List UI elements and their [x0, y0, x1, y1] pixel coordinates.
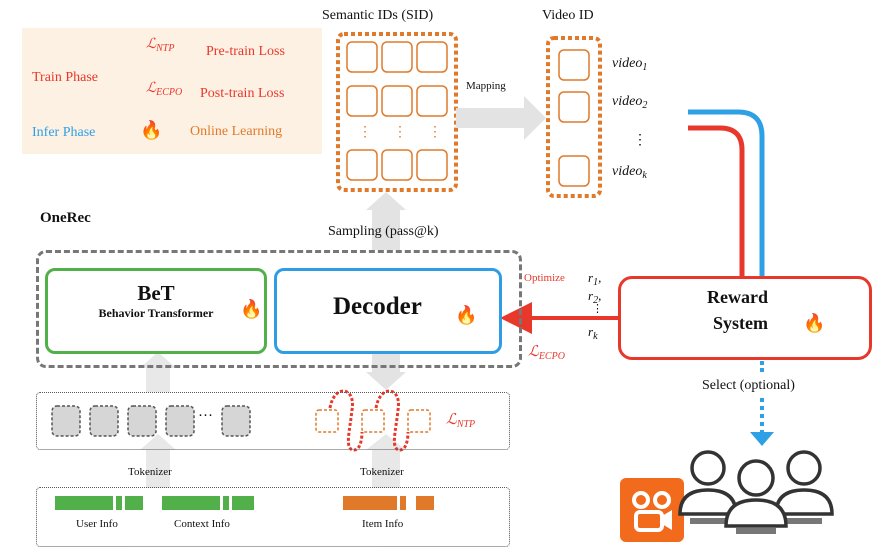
token-gray-blocks: [51, 405, 251, 437]
tokenizer-arrow-right: [366, 434, 406, 488]
bet-title: BeT: [137, 281, 175, 305]
token-orange-blocks: [315, 409, 431, 433]
legend-infer-phase: Infer Phase: [32, 125, 96, 140]
legend-train-phase: Train Phase: [32, 70, 98, 85]
bet-input-arrow: [140, 352, 176, 392]
users-icon: [678, 450, 834, 534]
tokenizer-right-label: Tokenizer: [360, 466, 404, 478]
user-info-bar: [55, 496, 143, 510]
sid-dots-3: ⋮: [428, 125, 442, 140]
sampling-arrow: [366, 192, 406, 250]
mapping-label: Mapping: [466, 80, 506, 92]
ecpo-arrow-label: ℒECPO: [528, 344, 565, 362]
item-info-label: Item Info: [362, 518, 404, 530]
sid-cells: [346, 41, 448, 181]
fire-icon: 🔥: [240, 299, 263, 319]
reward-rk: rk: [588, 324, 598, 342]
legend-online-learning: Online Learning: [190, 124, 283, 139]
select-arrowhead: [750, 432, 774, 446]
legend-pretrain-loss: Pre-train Loss: [206, 44, 285, 59]
user-info-label: User Info: [76, 518, 118, 530]
bet-box: BeT Behavior Transformer 🔥: [45, 268, 267, 354]
train-path-line: [688, 125, 745, 276]
sid-dots-1: ⋮: [358, 125, 372, 140]
reward-title-line1: Reward: [707, 287, 768, 307]
sid-dots-2: ⋮: [393, 125, 407, 140]
legend-posttrain-loss: Post-train Loss: [200, 86, 285, 101]
video-item-2: video2: [612, 94, 648, 111]
kuaishou-app-icon: [620, 478, 684, 542]
video-item-1: video1: [612, 56, 648, 73]
sampling-label: Sampling (pass@k): [328, 224, 439, 239]
decoder-title: Decoder: [333, 293, 422, 320]
tokenizer-left-label: Tokenizer: [128, 466, 172, 478]
context-info-bar: [162, 496, 254, 510]
video-item-k: videok: [612, 164, 647, 181]
select-label: Select (optional): [702, 378, 795, 393]
onerec-label: OneRec: [40, 210, 91, 226]
decoder-box: Decoder 🔥: [274, 268, 502, 354]
token-ntp-loss: ℒNTP: [446, 412, 476, 430]
sid-title: Semantic IDs (SID): [322, 8, 434, 23]
item-info-bar: [343, 496, 434, 510]
video-cells: [558, 49, 590, 187]
legend-panel: [22, 28, 322, 154]
reward-r2: r2,: [588, 288, 602, 306]
ntp-loop-1: [328, 389, 364, 452]
reward-r1: r1,: [588, 270, 602, 288]
token-ellipsis: ···: [198, 408, 213, 424]
reward-title-line2: System: [713, 313, 768, 333]
onerec-container: [36, 250, 522, 368]
legend-ecpo-symbol: ℒECPO: [146, 81, 183, 98]
optimize-label: Optimize: [524, 272, 565, 284]
reward-dots: ⋮: [592, 303, 603, 315]
fire-icon: 🔥: [140, 120, 163, 140]
tokenizer-arrow-left: [140, 434, 176, 488]
token-row: [36, 392, 510, 450]
legend-ntp-symbol: ℒNTP: [146, 37, 175, 54]
info-row: [36, 487, 510, 547]
ntp-loop-2: [374, 389, 410, 452]
video-dots: ⋮: [633, 133, 647, 148]
fire-icon: 🔥: [803, 313, 826, 333]
fire-icon: 🔥: [455, 305, 478, 325]
infer-path-line: [688, 109, 765, 276]
mapping-arrow: [456, 96, 546, 140]
reward-system-box: Reward System 🔥: [618, 276, 872, 360]
video-id-title: Video ID: [542, 8, 594, 23]
context-info-label: Context Info: [174, 518, 230, 530]
bet-subtitle: Behavior Transformer: [98, 306, 214, 320]
decoder-down-arrow: [366, 350, 406, 390]
